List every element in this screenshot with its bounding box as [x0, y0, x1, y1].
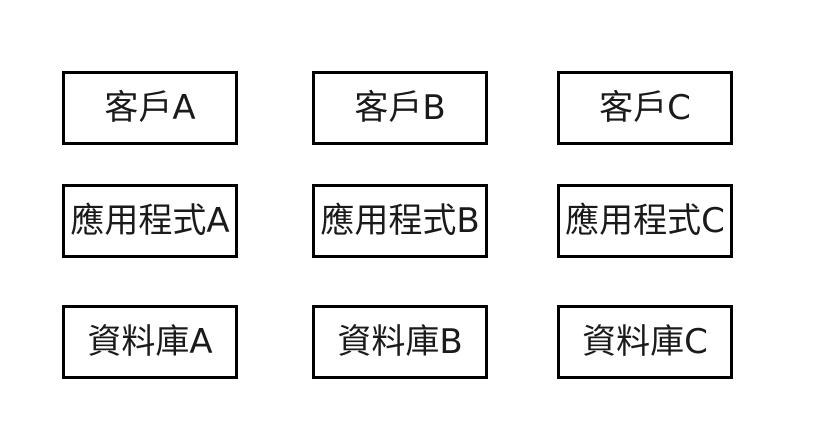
box-app-a-label: 應用程式A	[70, 201, 230, 241]
box-client-b: 客戶B	[312, 71, 488, 145]
box-client-c: 客戶C	[557, 71, 733, 145]
box-app-b: 應用程式B	[312, 184, 488, 258]
box-db-a: 資料庫A	[62, 305, 238, 379]
box-client-c-label: 客戶C	[599, 88, 691, 128]
box-db-a-label: 資料庫A	[87, 322, 213, 362]
box-client-b-label: 客戶B	[354, 88, 446, 128]
box-client-a-label: 客戶A	[104, 88, 196, 128]
box-db-b-label: 資料庫B	[337, 322, 463, 362]
box-app-c-label: 應用程式C	[565, 201, 725, 241]
box-db-c: 資料庫C	[557, 305, 733, 379]
box-app-b-label: 應用程式B	[320, 201, 480, 241]
box-app-c: 應用程式C	[557, 184, 733, 258]
box-db-c-label: 資料庫C	[582, 322, 708, 362]
box-db-b: 資料庫B	[312, 305, 488, 379]
box-client-a: 客戶A	[62, 71, 238, 145]
box-app-a: 應用程式A	[62, 184, 238, 258]
